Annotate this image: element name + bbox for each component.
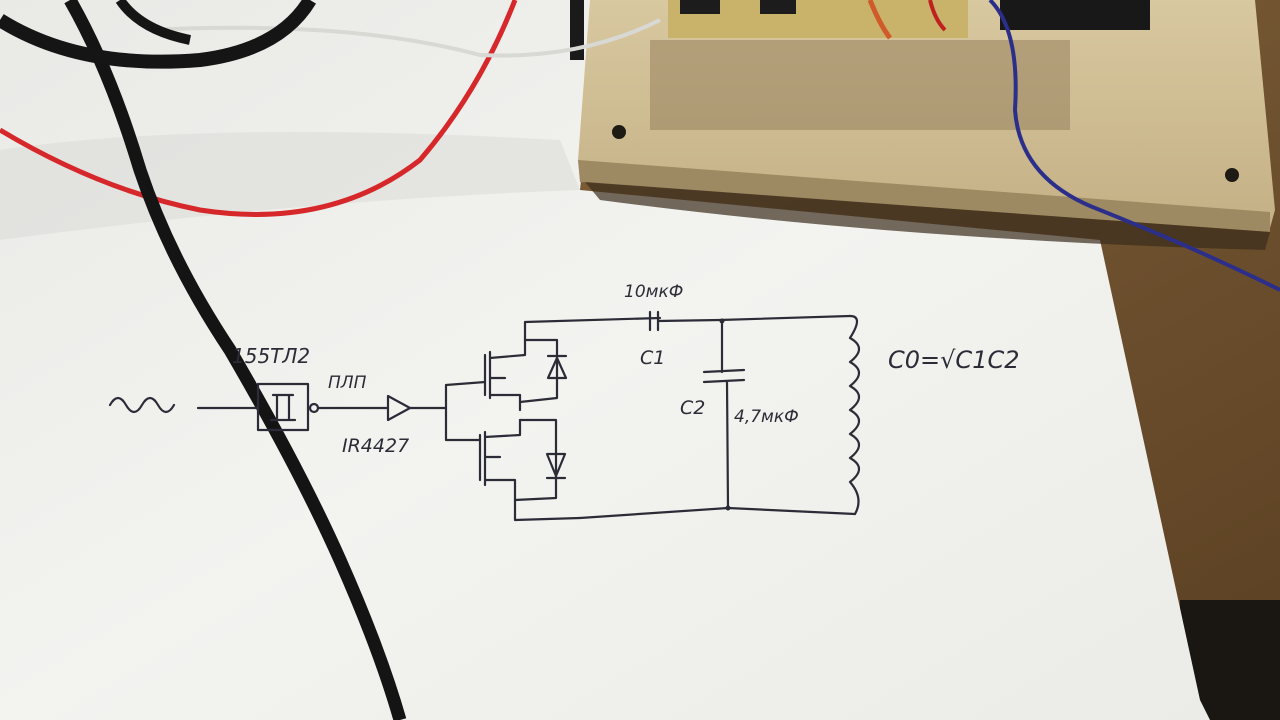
- paper-fold-shadow: [0, 132, 580, 240]
- inductor-coil: [848, 314, 861, 516]
- blue-wire: [988, 0, 1280, 292]
- capacitor-c2: [702, 319, 746, 510]
- schmitt-trigger-box: [256, 382, 310, 432]
- ic-label: 155ТЛ2: [232, 344, 310, 368]
- gate-wire: [444, 380, 487, 442]
- c1-value-label: 10мкФ: [624, 282, 683, 302]
- circuit-schematic: [108, 310, 861, 522]
- diode-top: [546, 354, 568, 380]
- ground-wire: [578, 506, 857, 520]
- black-cable: [64, 0, 407, 720]
- red-wire: [0, 0, 518, 217]
- mosfet-top: [483, 316, 662, 412]
- diode-bottom-wire: [513, 418, 558, 502]
- mounting-hole: [612, 125, 626, 139]
- c2-value-label: 4,7мкФ: [734, 407, 799, 427]
- diode-bottom: [545, 452, 567, 480]
- white-wire: [149, 18, 661, 58]
- pulse-label: ПЛП: [328, 373, 367, 393]
- c1-name-label: C1: [640, 347, 665, 369]
- sine-wave-input: [108, 396, 176, 414]
- c2-name-label: C2: [680, 397, 705, 419]
- driver-label: IR4427: [342, 435, 409, 457]
- mosfet-bottom: [478, 418, 582, 522]
- wooden-board: [570, 0, 1275, 250]
- diode-top-wire: [518, 338, 559, 404]
- component-block: [1000, 0, 1150, 30]
- schmitt-symbol: [269, 393, 297, 422]
- mounting-hole: [1225, 168, 1239, 182]
- driver-triangle: [386, 394, 412, 422]
- black-cable-loop: [0, 0, 317, 69]
- formula-label: C0=√C1C2: [888, 346, 1019, 374]
